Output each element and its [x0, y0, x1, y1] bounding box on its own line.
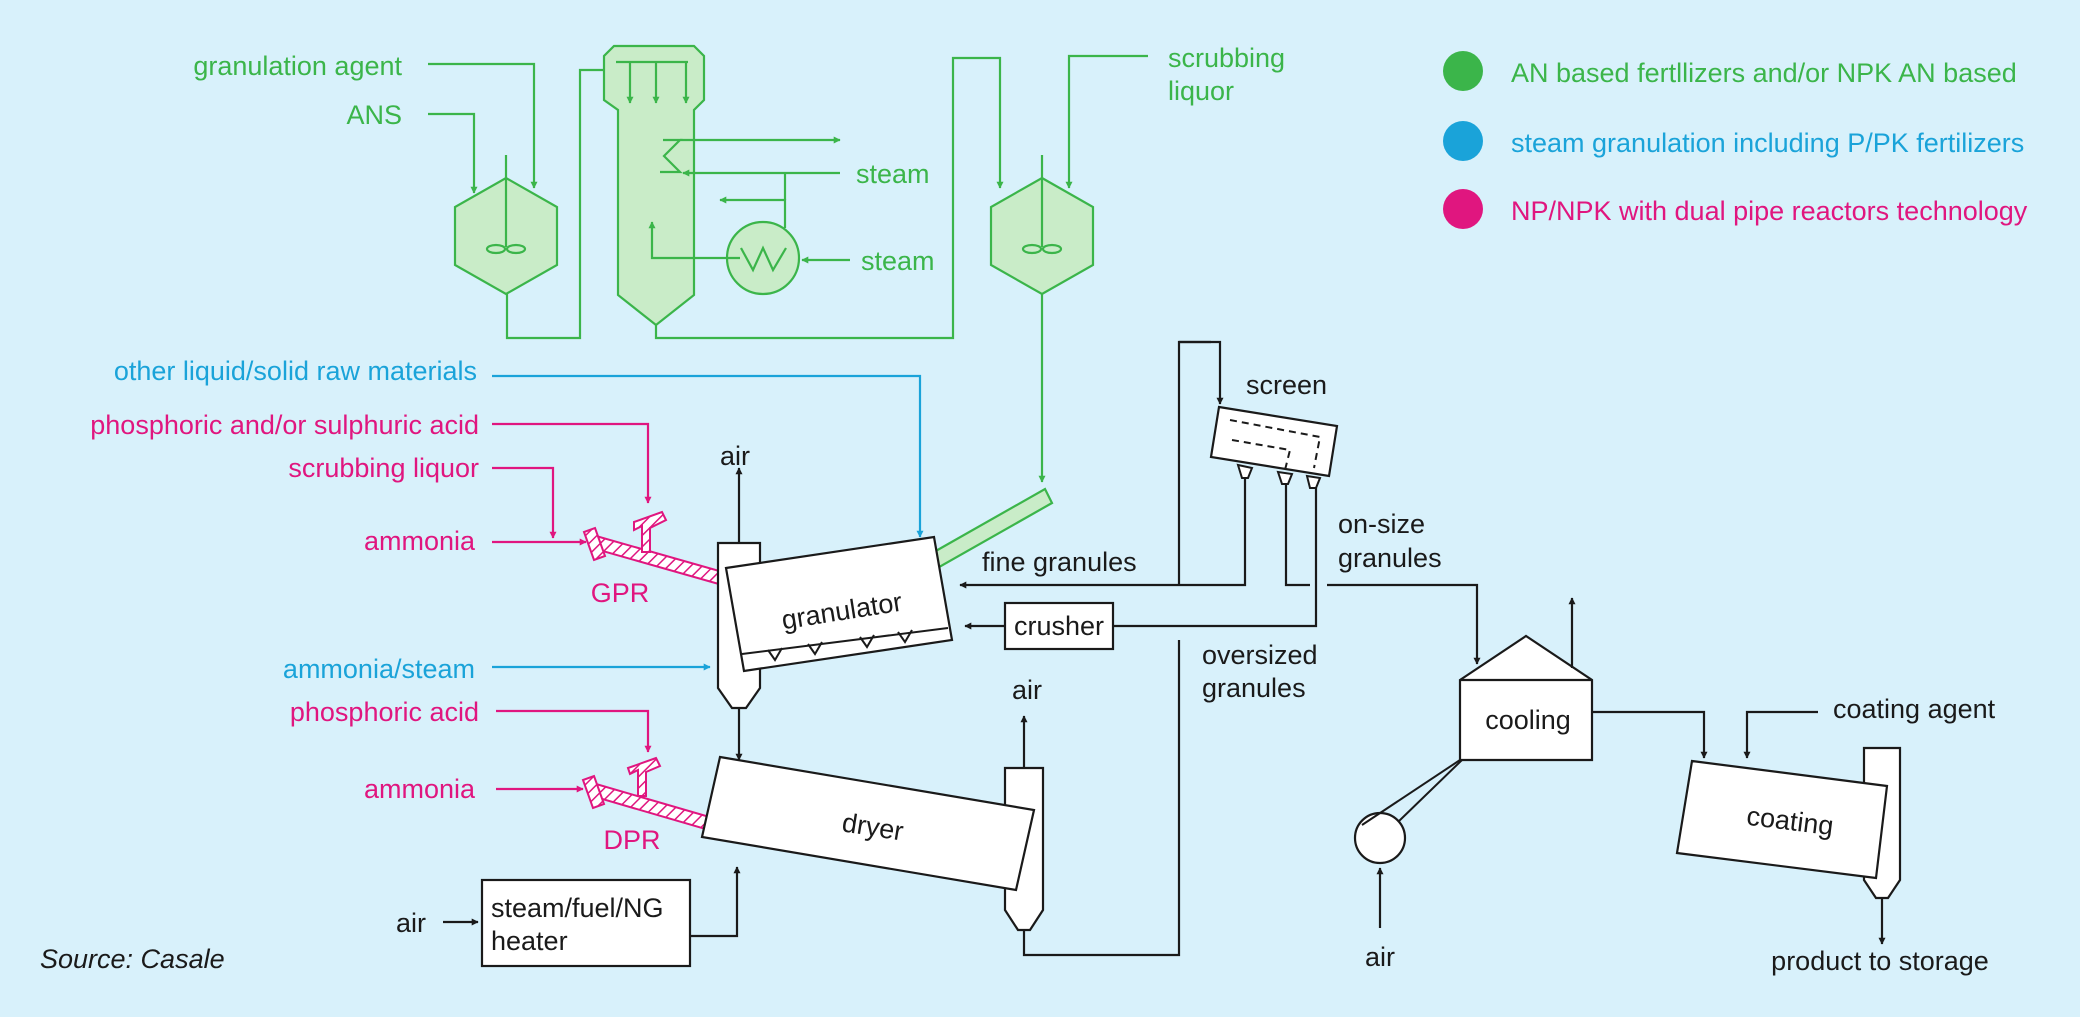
- cooler: [1458, 634, 1594, 762]
- label-heater-1: steam/fuel/NG: [491, 893, 664, 923]
- label-coating-agent: coating agent: [1833, 694, 1996, 724]
- label-crusher: crusher: [1014, 611, 1104, 641]
- label-ans: ANS: [346, 100, 402, 130]
- label-scrubbing-liquor-green-2: liquor: [1168, 76, 1234, 106]
- steam-granulation-lines: [492, 374, 924, 671]
- main-equipment: [480, 405, 1902, 968]
- legend-dot-blue: [1443, 121, 1483, 161]
- heater-box: [480, 878, 692, 968]
- label-air-heater: air: [396, 908, 426, 938]
- granulator-drum: [724, 535, 954, 673]
- label-granulation-agent: granulation agent: [193, 51, 402, 81]
- label-phosphoric-sulphuric-acid: phosphoric and/or sulphuric acid: [90, 410, 479, 440]
- an-section: [428, 44, 1148, 589]
- coating-drum: [1675, 759, 1889, 880]
- label-dpr: DPR: [603, 825, 660, 855]
- label-air-dryer: air: [1012, 675, 1042, 705]
- flow-lines: [443, 340, 1886, 957]
- label-screen: screen: [1246, 370, 1327, 400]
- label-scrubbing-liquor-magenta: scrubbing liquor: [288, 453, 479, 483]
- legend-dot-magenta: [1443, 189, 1483, 229]
- label-oversized-1: oversized: [1202, 640, 1318, 670]
- pipe-reactor-lines: [492, 422, 652, 793]
- label-steam-2: steam: [861, 246, 935, 276]
- label-phosphoric-acid: phosphoric acid: [290, 697, 479, 727]
- label-air-granulator: air: [720, 441, 750, 471]
- label-cooling: cooling: [1485, 705, 1571, 735]
- label-heater-2: heater: [491, 926, 568, 956]
- label-oversized-2: granules: [1202, 673, 1306, 703]
- label-air-cooler: air: [1365, 942, 1395, 972]
- label-on-size-2: granules: [1338, 543, 1442, 573]
- legend: AN based fertllizers and/or NPK AN based…: [1443, 51, 2028, 229]
- legend-label-blue: steam granulation including P/PK fertili…: [1511, 128, 2024, 158]
- cooler-fan: [1353, 811, 1407, 865]
- label-ammonia-2: ammonia: [364, 774, 476, 804]
- label-ammonia-steam: ammonia/steam: [283, 654, 475, 684]
- scrubber-column: [602, 44, 706, 327]
- label-other-raw-materials: other liquid/solid raw materials: [114, 356, 477, 386]
- label-fine-granules: fine granules: [982, 547, 1137, 577]
- screen-box: [1209, 405, 1339, 478]
- label-steam-1: steam: [856, 159, 930, 189]
- source-credit: Source: Casale: [40, 944, 225, 974]
- legend-label-green: AN based fertllizers and/or NPK AN based: [1511, 58, 2017, 88]
- label-scrubbing-liquor-green-1: scrubbing: [1168, 43, 1285, 73]
- label-on-size-1: on-size: [1338, 509, 1425, 539]
- legend-label-magenta: NP/NPK with dual pipe reactors technolog…: [1511, 196, 2028, 226]
- crusher-box: [1003, 601, 1115, 651]
- dryer-drum: [700, 755, 1036, 892]
- equipment-details: [741, 419, 1463, 826]
- label-gpr: GPR: [591, 578, 650, 608]
- label-product-to-storage: product to storage: [1771, 946, 1989, 976]
- legend-dot-green: [1443, 51, 1483, 91]
- label-ammonia-1: ammonia: [364, 526, 476, 556]
